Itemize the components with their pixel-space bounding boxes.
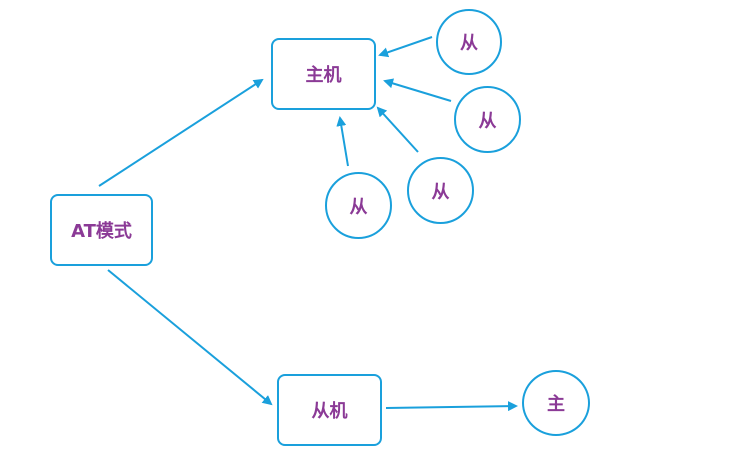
slave-node-3: 从: [407, 157, 474, 224]
at-mode-label: AT模式: [71, 221, 132, 242]
arrow-slave2-to-master: [383, 78, 452, 102]
arrow-slave1-to-master: [378, 36, 433, 58]
arrow-at-to-master: [98, 78, 264, 187]
slave-node-1-label: 从: [460, 33, 478, 54]
slave-label: 从机: [311, 401, 348, 422]
slave-node-2: 从: [454, 86, 521, 153]
slave-node-4-label: 从: [349, 196, 368, 218]
slave-node-3-label: 从: [431, 181, 450, 203]
slave-box: 从机: [277, 374, 382, 446]
master-node-label: 主: [547, 394, 565, 415]
arrow-at-to-slave: [107, 269, 273, 406]
arrow-slave3-to-master: [376, 106, 419, 153]
arrow-slave4-to-master: [336, 116, 349, 167]
slave-node-1: 从: [436, 9, 502, 75]
master-label: 主机: [305, 65, 342, 86]
master-node: 主: [522, 370, 590, 436]
slave-node-4: 从: [325, 172, 392, 239]
master-box: 主机: [271, 38, 376, 110]
at-mode-box: AT模式: [50, 194, 153, 266]
arrow-slave-to-master-node: [385, 401, 518, 412]
slave-node-2-label: 从: [478, 110, 497, 132]
